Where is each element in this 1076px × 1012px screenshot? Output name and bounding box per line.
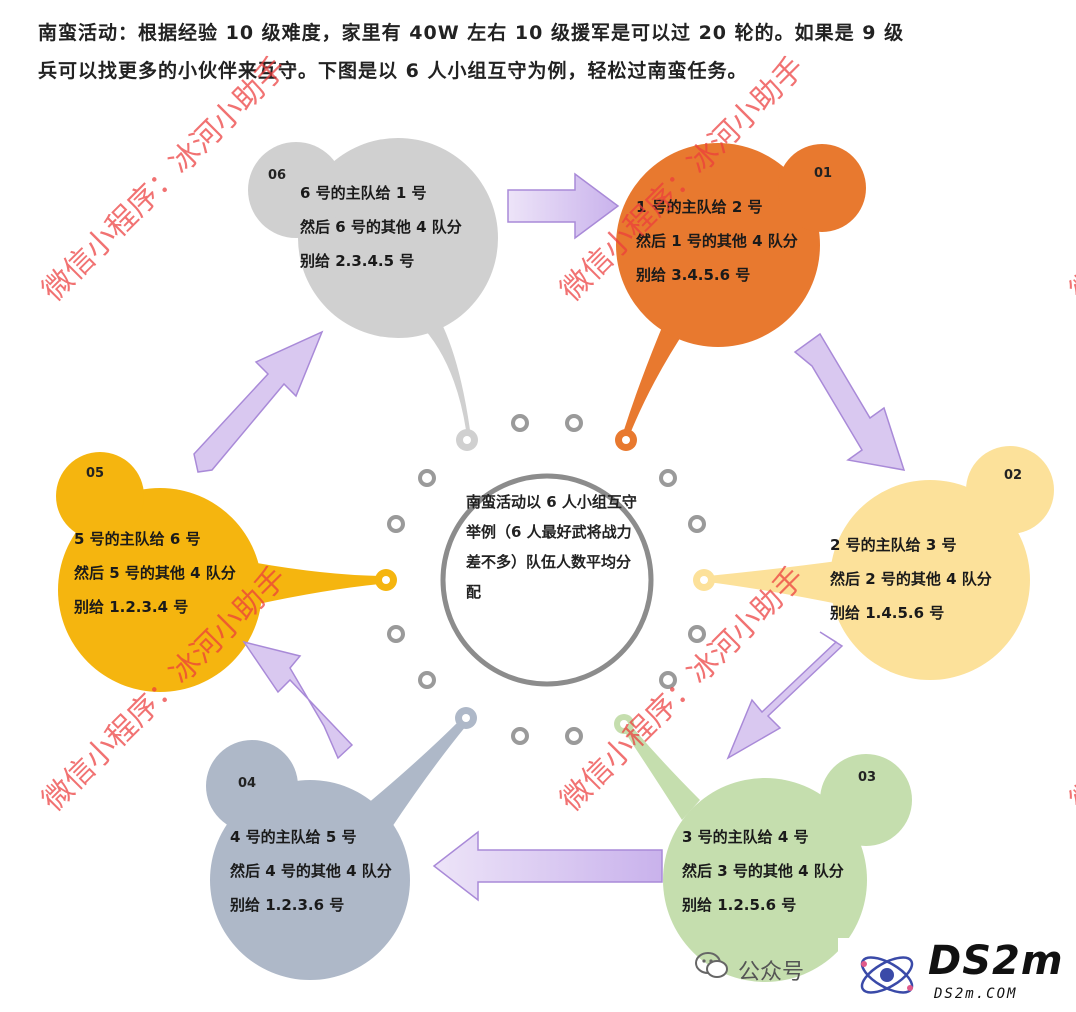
logo-text: DS2m: [928, 938, 1064, 984]
node-01-bubble: [615, 143, 866, 451]
logo-background: [838, 938, 1070, 1008]
arrow-06-to-01: [507, 172, 620, 240]
arrow-02-to-03: [726, 631, 844, 760]
node-04-bubble: [206, 707, 477, 980]
node-05-text: 5 号的主队给 6 号 然后 5 号的其他 4 队分 别给 1.2.3.4 号: [74, 530, 236, 616]
node-03-number: 03: [858, 770, 877, 785]
node-01-number: 01: [814, 166, 833, 181]
center-circle: [440, 473, 654, 687]
wechat-account-label: 公众号: [738, 960, 805, 985]
node-02-number: 02: [1004, 468, 1023, 483]
intro-text: 南蛮活动：根据经验 10 级难度，家里有 40W 左右 10 级援军是可以过 2…: [38, 14, 1048, 90]
arrow-01-to-02: [793, 332, 906, 471]
node-03-text: 3 号的主队给 4 号 然后 3 号的其他 4 队分 别给 1.2.5.6 号: [682, 828, 844, 914]
node-03-bubble: [614, 714, 912, 982]
intro-line-2: 兵可以找更多的小伙伴来互守。下图是以 6 人小组互守为例，轻松过南蛮任务。: [38, 60, 748, 82]
node-04-number: 04: [238, 776, 257, 791]
logo-subtext: DS2m.COM: [934, 986, 1018, 1002]
node-04-text: 4 号的主队给 5 号 然后 4 号的其他 4 队分 别给 1.2.3.6 号: [230, 828, 392, 914]
node-05-number: 05: [86, 466, 105, 481]
node-02-text: 2 号的主队给 3 号 然后 2 号的其他 4 队分 别给 1.4.5.6 号: [830, 536, 992, 622]
intro-line-1: 南蛮活动：根据经验 10 级难度，家里有 40W 左右 10 级援军是可以过 2…: [38, 22, 905, 44]
node-06-text: 6 号的主队给 1 号 然后 6 号的其他 4 队分 别给 2.3.4.5 号: [300, 184, 462, 270]
node-01-text: 1 号的主队给 2 号 然后 1 号的其他 4 队分 别给 3.4.5.6 号: [636, 198, 798, 284]
center-decorative-rings: [387, 414, 706, 745]
arrow-04-to-05: [242, 640, 354, 760]
center-description: 南蛮活动以 6 人小组互守举例（6 人最好武将战力差不多）队伍人数平均分配: [466, 493, 637, 601]
node-05-bubble: [56, 452, 397, 692]
logo-atom-icon: [860, 956, 914, 994]
arrow-03-to-04: [432, 830, 663, 902]
node-06-bubble: [248, 138, 498, 451]
wechat-icon: [695, 952, 728, 978]
node-02-bubble: [693, 446, 1054, 680]
arrow-05-to-06: [193, 330, 324, 473]
node-06-number: 06: [268, 168, 287, 183]
